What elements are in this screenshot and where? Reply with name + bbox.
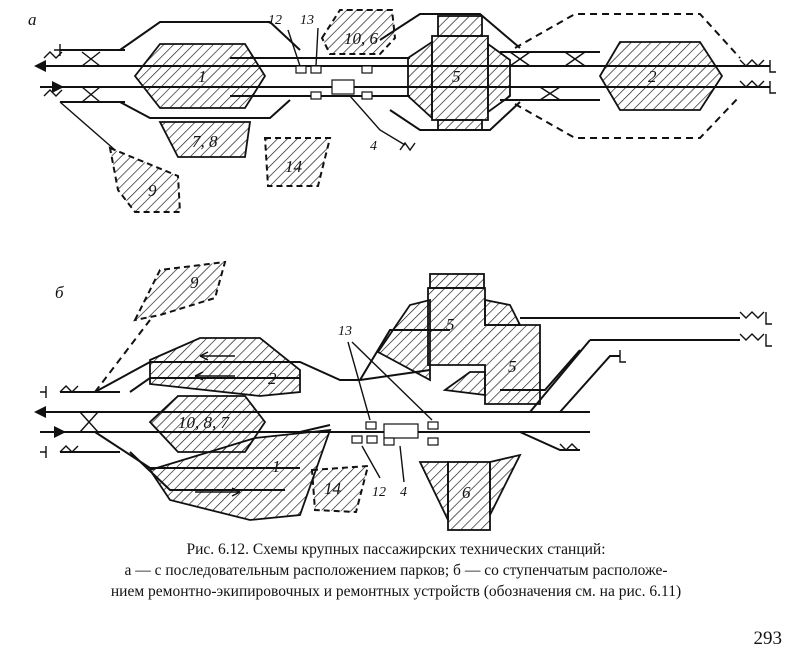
area-14-b (310, 464, 370, 514)
label-a-12: 12 (268, 13, 282, 28)
label-a-78: 7, 8 (192, 132, 218, 151)
area-9-a (108, 146, 182, 213)
label-a-5: 5 (452, 67, 461, 86)
figure-caption-title: Рис. 6.12. Схемы крупных пассажирских те… (186, 541, 606, 558)
depot-78-a (158, 121, 252, 158)
label-b-6: 6 (462, 483, 471, 502)
depot-5-b (427, 287, 541, 405)
label-a-9: 9 (148, 181, 157, 200)
label-b-1: 1 (272, 457, 281, 476)
figure-caption-line-2: а — с последовательным расположением пар… (124, 562, 668, 579)
figure-caption-line-3: нием ремонтно-экипировочных и ремонтных … (110, 583, 682, 600)
park-1-b (148, 428, 332, 521)
label-b-5b: 5 (508, 357, 517, 376)
label-b-13: 13 (338, 324, 352, 339)
label-b-9: 9 (190, 273, 199, 292)
area-9-b (133, 260, 227, 322)
label-b-2: 2 (268, 369, 277, 388)
depot-6-b (447, 461, 491, 531)
station-schemes-figure: а 1 7, 8 (28, 9, 776, 531)
panel-b-letter: б (55, 283, 64, 302)
scheme-a: а 1 7, 8 (28, 9, 776, 213)
park-1087-b (148, 395, 267, 453)
park-1-a (133, 43, 267, 109)
label-a-1: 1 (198, 67, 207, 86)
park-2-a (598, 41, 724, 111)
label-a-13: 13 (300, 13, 314, 28)
panel-a-letter: а (28, 10, 37, 29)
area-14-a (263, 137, 332, 187)
page-number: 293 (753, 628, 783, 649)
label-a-2: 2 (648, 67, 657, 86)
label-b-12: 12 (372, 485, 386, 500)
park-2-b (149, 337, 301, 397)
area-106-a (320, 9, 397, 55)
label-a-106: 10, 6 (344, 29, 379, 48)
label-a-14: 14 (285, 157, 303, 176)
label-b-14: 14 (324, 479, 342, 498)
label-b-4: 4 (400, 485, 407, 500)
scheme-b: б 9 (34, 260, 772, 531)
label-b-5a: 5 (446, 315, 455, 334)
label-a-4: 4 (370, 139, 377, 154)
label-b-1087: 10, 8, 7 (178, 413, 231, 432)
